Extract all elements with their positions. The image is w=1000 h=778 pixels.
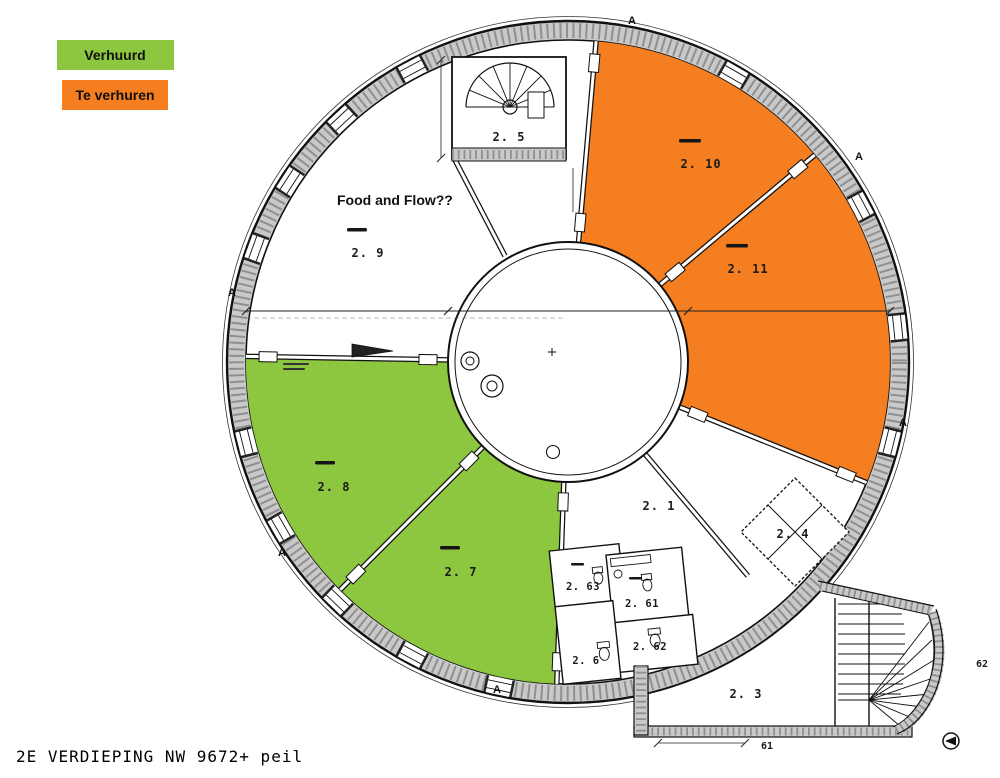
annex-stair [838,600,935,727]
stair-label-62: 62 [976,659,988,670]
room-label-2-6: 2. 6 [572,655,599,667]
room-label-2-4: 2. 4 [777,527,810,541]
legend-swatch-te-verhuren [62,80,168,110]
perimeter-marker-a: A [899,417,907,429]
north-arrow-icon [945,736,956,746]
verhuurd-wedge [245,356,564,684]
legend-label-te-verhuren: Te verhuren [75,87,154,103]
core-fixtures [460,348,561,460]
food-flow-note: Food and Flow?? [337,192,453,208]
spiral-stair-top [465,62,555,119]
room-label-2-10: 2. 10 [680,157,721,171]
perimeter-marker-a: A [278,547,286,559]
stair-room-2-5 [436,55,567,163]
stair-label-61: 61 [761,741,773,752]
perimeter-marker-a: A [493,684,501,696]
drawing-title: 2E VERDIEPING NW 9672+ peil [16,747,303,766]
room-label-2-62: 2. 62 [633,641,667,653]
sanitary-cluster [548,542,699,686]
perimeter-marker-a: A [228,287,236,299]
facade-ring [222,16,914,708]
ring-hatch [229,23,907,701]
wall-pillars [258,53,857,672]
area-notation-marks [283,139,748,580]
room-label-2-63: 2. 63 [566,581,600,593]
ring-outer-offset-line [222,16,914,708]
facade-windows [234,54,908,698]
room-label-2-8: 2. 8 [318,480,351,494]
perimeter-marker-a: A [628,15,636,27]
annex [633,580,945,748]
perimeter-markers: A A A A A A [228,15,907,696]
shaft-diamond [740,477,850,587]
reference-marker [942,732,960,750]
door-swing-triangle [351,343,394,358]
room-label-2-1: 2. 1 [643,499,676,513]
te-verhuren-wedge [578,41,890,483]
room-label-2-61: 2. 61 [625,598,659,610]
legend: Verhuurd Te verhuren [57,40,174,110]
room-label-2-9: 2. 9 [352,246,385,260]
dimension-lines [241,168,895,319]
room-label-2-7: 2. 7 [445,565,478,579]
annex-dimension [653,738,750,748]
central-core [447,241,689,483]
ring-outer-line [225,19,911,705]
annex-walls [633,580,945,738]
room-label-2-5: 2. 5 [493,130,526,144]
perimeter-marker-a: A [855,151,863,163]
legend-label-verhuurd: Verhuurd [84,47,145,63]
room-labels: Food and Flow?? 2. 5 2. 9 2. 10 2. 11 2.… [318,130,988,752]
legend-swatch-verhuurd [57,40,174,70]
room-label-2-11: 2. 11 [727,262,768,276]
room-label-2-3: 2. 3 [730,687,763,701]
